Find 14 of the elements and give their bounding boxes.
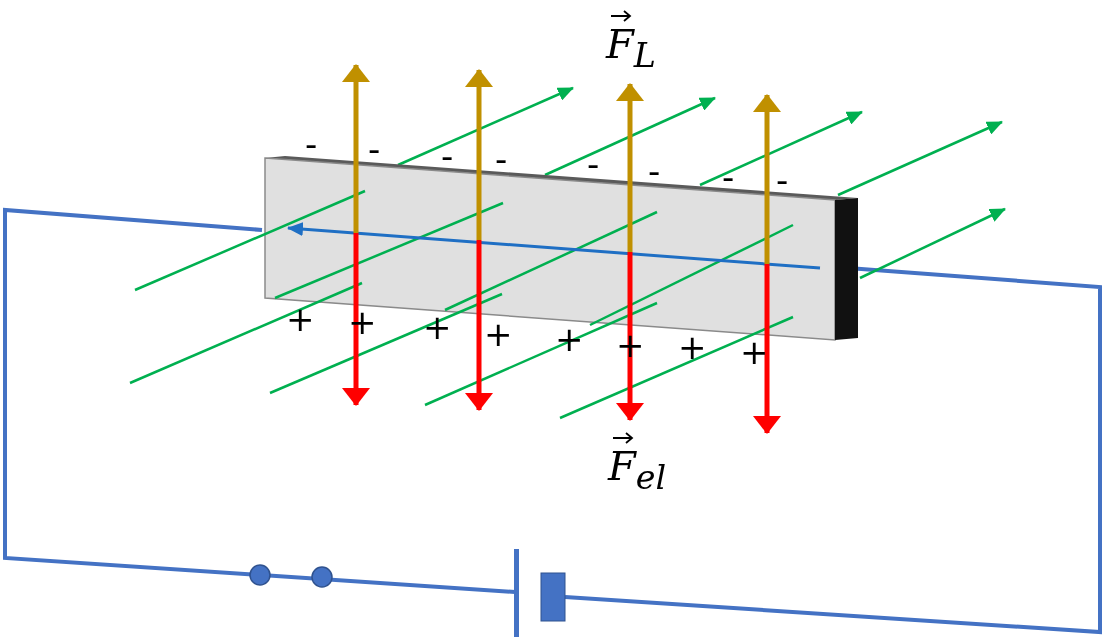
charge-sign: - bbox=[441, 139, 454, 173]
charge-sign: + bbox=[286, 302, 315, 336]
charge-sign: - bbox=[722, 160, 735, 194]
charge-sign: - bbox=[648, 154, 661, 188]
charge-sign: - bbox=[587, 147, 600, 181]
charge-sign: - bbox=[495, 142, 508, 176]
charge-sign: + bbox=[678, 330, 707, 364]
charge-sign: - bbox=[305, 127, 318, 161]
force-label: F$_{L}$ bbox=[606, 10, 656, 73]
charge-sign: - bbox=[776, 163, 789, 197]
force-label: F$_{el}$ bbox=[608, 432, 667, 495]
charge-sign: + bbox=[740, 335, 769, 369]
charge-sign: - bbox=[368, 132, 381, 166]
charge-sign: + bbox=[484, 317, 513, 351]
